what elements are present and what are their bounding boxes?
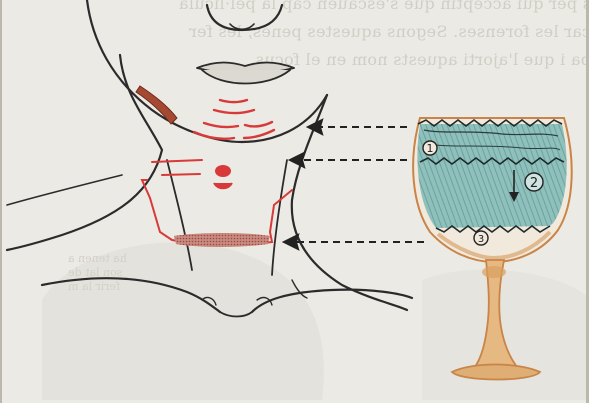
glass-base: [452, 365, 540, 380]
arrow-head-2: [290, 153, 304, 167]
glass-label-2: 2: [530, 176, 538, 191]
glass-liquid: [417, 124, 566, 228]
glass-label-3: 3: [478, 234, 484, 245]
jaw-right: [242, 95, 327, 142]
jugular-notch-fill: [174, 233, 270, 247]
dashed-arrows: [284, 120, 424, 249]
glass-label-1: 1: [427, 142, 434, 155]
adams-apple-mark: [215, 165, 231, 177]
arrow-head-1: [308, 120, 322, 134]
lower-lip: [202, 70, 290, 84]
neck-left-contour: [7, 55, 162, 250]
arrow-head-3: [284, 235, 298, 249]
neck-wound-mark: [136, 86, 177, 124]
nose-outline: [207, 5, 282, 30]
